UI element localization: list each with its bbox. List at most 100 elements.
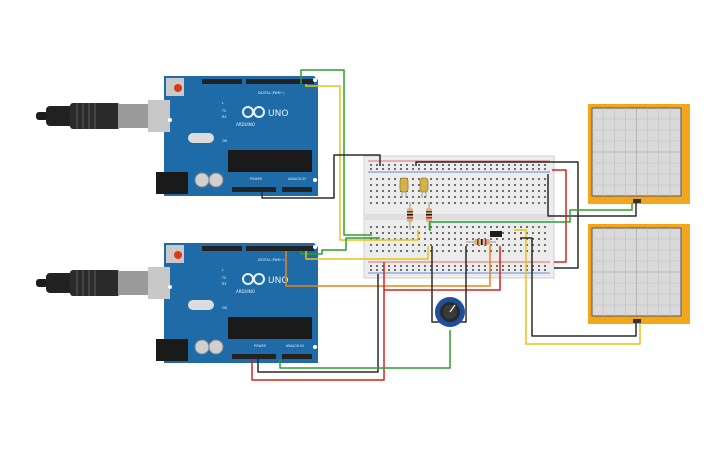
breadboard-hole <box>448 226 450 228</box>
breadboard-hole <box>418 184 420 186</box>
breadboard[interactable] <box>363 155 555 279</box>
breadboard-hole <box>520 168 522 170</box>
breadboard-hole <box>448 250 450 252</box>
breadboard-hole <box>508 269 510 271</box>
wire-red <box>552 169 567 263</box>
breadboard-hole <box>460 178 462 180</box>
breadboard-hole <box>424 238 426 240</box>
resistor-right[interactable] <box>426 202 432 230</box>
breadboard-hole <box>484 168 486 170</box>
digital-label: DIGITAL (PWM~) <box>258 91 284 95</box>
arduino-uno-top[interactable]: UNO ARDUINO DIGITAL (PWM~) POWER ANALOG … <box>150 76 318 196</box>
arduino-uno-bottom[interactable]: UNO ARDUINO DIGITAL (PWM~) POWER ANALOG … <box>150 243 318 363</box>
breadboard-hole <box>388 244 390 246</box>
breadboard-hole <box>532 244 534 246</box>
breadboard-hole <box>490 226 492 228</box>
breadboard-hole <box>394 168 396 170</box>
breadboard-hole <box>490 269 492 271</box>
breadboard-hole <box>466 190 468 192</box>
wire-black <box>460 246 467 323</box>
breadboard-hole <box>448 184 450 186</box>
breadboard-hole <box>472 190 474 192</box>
breadboard-hole <box>370 244 372 246</box>
breadboard-hole <box>376 232 378 234</box>
breadboard-hole <box>394 250 396 252</box>
breadboard-hole <box>466 232 468 234</box>
breadboard-hole <box>508 178 510 180</box>
breadboard-hole <box>526 168 528 170</box>
breadboard-hole <box>526 265 528 267</box>
breadboard-hole <box>370 226 372 228</box>
breadboard-hole <box>442 164 444 166</box>
breadboard-hole <box>478 202 480 204</box>
breadboard-hole <box>484 190 486 192</box>
breadboard-hole <box>412 184 414 186</box>
breadboard-hole <box>400 164 402 166</box>
breadboard-hole <box>436 244 438 246</box>
breadboard-hole <box>496 250 498 252</box>
wire-green <box>279 330 451 369</box>
breadboard-hole <box>466 244 468 246</box>
breadboard-hole <box>400 196 402 198</box>
breadboard-hole <box>532 178 534 180</box>
wire-black <box>520 237 637 337</box>
wire-green <box>429 203 633 231</box>
resistor-left[interactable] <box>407 202 413 230</box>
oscilloscope-bottom[interactable] <box>588 224 690 324</box>
breadboard-hole <box>418 265 420 267</box>
breadboard-hole <box>490 244 492 246</box>
breadboard-hole <box>376 178 378 180</box>
board-model-label: UNO <box>268 276 288 286</box>
transistor[interactable] <box>490 231 502 237</box>
breadboard-hole <box>484 164 486 166</box>
breadboard-hole <box>412 269 414 271</box>
led-right[interactable] <box>419 177 429 198</box>
breadboard-hole <box>460 226 462 228</box>
wire-green <box>300 69 372 236</box>
breadboard-hole <box>454 164 456 166</box>
breadboard-hole <box>454 238 456 240</box>
breadboard-hole <box>490 202 492 204</box>
resistor-horizontal[interactable] <box>466 239 496 245</box>
breadboard-hole <box>370 232 372 234</box>
arduino-logo-icon <box>242 106 265 118</box>
breadboard-hole <box>538 202 540 204</box>
breadboard-hole <box>412 196 414 198</box>
breadboard-hole <box>496 190 498 192</box>
breadboard-hole <box>532 196 534 198</box>
breadboard-hole <box>502 265 504 267</box>
breadboard-hole <box>418 178 420 180</box>
breadboard-hole <box>406 265 408 267</box>
breadboard-hole <box>430 202 432 204</box>
breadboard-hole <box>526 202 528 204</box>
breadboard-hole <box>442 269 444 271</box>
breadboard-hole <box>460 164 462 166</box>
breadboard-hole <box>412 190 414 192</box>
breadboard-hole <box>502 164 504 166</box>
breadboard-hole <box>400 168 402 170</box>
breadboard-hole <box>394 226 396 228</box>
breadboard-hole <box>394 238 396 240</box>
breadboard-hole <box>496 238 498 240</box>
breadboard-hole <box>418 250 420 252</box>
breadboard-hole <box>466 226 468 228</box>
breadboard-hole <box>448 164 450 166</box>
breadboard-hole <box>514 168 516 170</box>
breadboard-hole <box>484 232 486 234</box>
breadboard-hole <box>418 226 420 228</box>
oscilloscope-top[interactable] <box>588 104 690 204</box>
breadboard-hole <box>412 226 414 228</box>
breadboard-hole <box>376 184 378 186</box>
breadboard-hole <box>520 190 522 192</box>
breadboard-hole <box>454 250 456 252</box>
breadboard-hole <box>436 190 438 192</box>
tx-label: TX <box>221 276 227 280</box>
breadboard-hole <box>430 226 432 228</box>
breadboard-hole <box>388 202 390 204</box>
potentiometer[interactable] <box>435 297 465 327</box>
breadboard-hole <box>370 196 372 198</box>
breadboard-hole <box>382 178 384 180</box>
led-left[interactable] <box>399 177 409 198</box>
breadboard-hole <box>436 269 438 271</box>
breadboard-hole <box>442 196 444 198</box>
